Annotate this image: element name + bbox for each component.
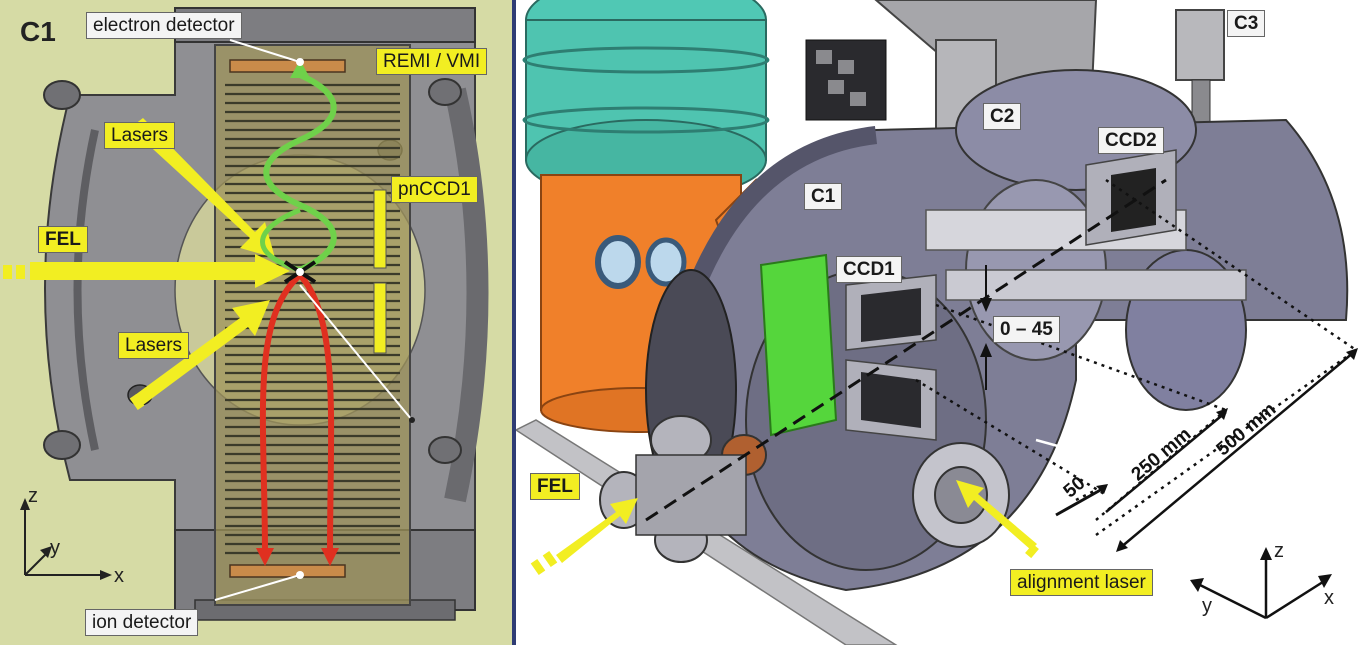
ccd1-label: CCD1: [836, 256, 902, 283]
right-panel: C3 C2 CCD2 C1 CCD1 0 – 45 FEL alignment …: [516, 0, 1370, 645]
c1-label: C1: [804, 183, 843, 210]
right-axis-z: z: [1274, 540, 1284, 562]
lasers-top-label: Lasers: [104, 122, 176, 149]
panel-divider: [512, 0, 516, 645]
right-axis-y: y: [1202, 595, 1212, 617]
c2-label: C2: [983, 103, 1022, 130]
left-axis-z: z: [28, 485, 38, 507]
fel-label: FEL: [38, 226, 88, 253]
ccd2-label: CCD2: [1098, 127, 1164, 154]
c3-label: C3: [1227, 10, 1266, 37]
left-axis-x: x: [114, 565, 124, 587]
range-label: 0 – 45: [993, 316, 1060, 343]
left-axis-y: y: [50, 537, 60, 559]
lasers-bottom-label: Lasers: [118, 332, 190, 359]
alignment-laser-label: alignment laser: [1010, 569, 1153, 596]
cameo-setup-drawing: [516, 0, 1358, 645]
left-panel: C1 electron detector REMI / VMI Lasers p…: [0, 0, 512, 645]
ion-detector-label: ion detector: [85, 609, 199, 636]
electron-detector-label: electron detector: [86, 12, 242, 39]
right-axis-x: x: [1324, 587, 1334, 609]
fel-label-right: FEL: [530, 473, 580, 500]
remi-vmi-label: REMI / VMI: [376, 48, 488, 75]
pnccd1-label: pnCCD1: [391, 176, 478, 203]
c1-chamber-drawing: [3, 7, 489, 621]
c1-panel-label: C1: [20, 16, 56, 47]
